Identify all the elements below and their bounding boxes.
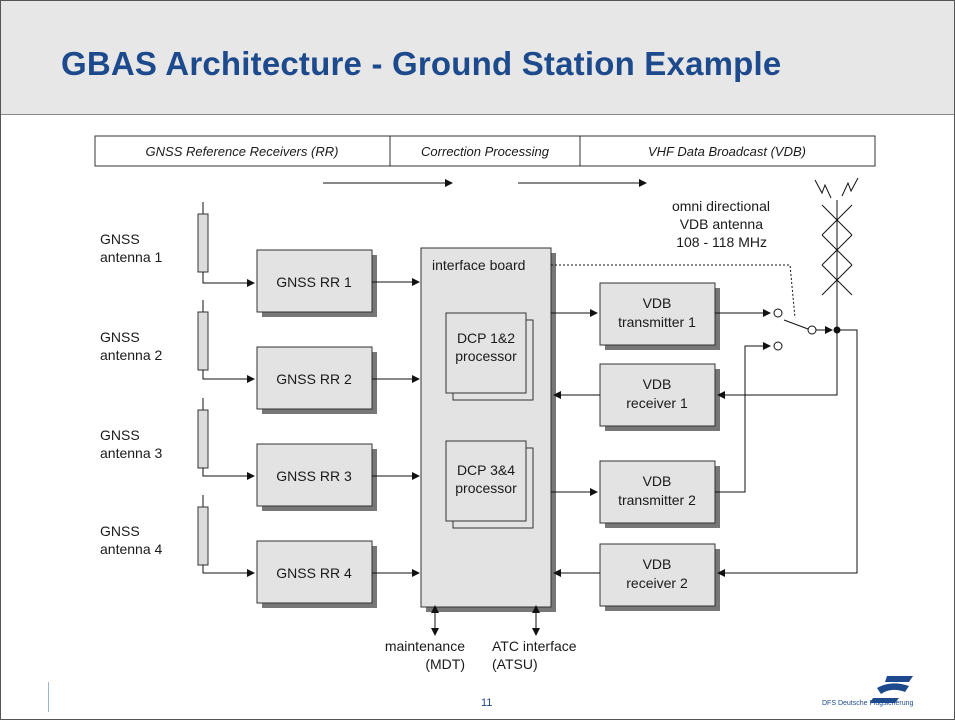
header-correction-label: Correction Processing	[421, 144, 550, 159]
maintenance-label-1: maintenance	[385, 638, 465, 654]
gnss-rr-2-label: GNSS RR 2	[276, 371, 352, 387]
gnss-rr-4: GNSS RR 4	[256, 540, 377, 608]
vdb-rx2-label-1: VDB	[643, 556, 672, 572]
title-bar: GBAS Architecture - Ground Station Examp…	[1, 1, 954, 115]
antenna-1-label-1: GNSS	[100, 231, 140, 247]
vdb-transmitter-2: VDB transmitter 2	[599, 460, 720, 528]
tx2-to-switch-arrow	[715, 342, 771, 493]
rf-switch	[773, 308, 841, 351]
vdb-receiver-1: VDB receiver 1	[599, 363, 720, 431]
antenna-4-label-1: GNSS	[100, 523, 140, 539]
dcp-34-processor	[445, 440, 527, 522]
gnss-rr-4-label: GNSS RR 4	[276, 565, 352, 581]
dfs-logo-icon	[870, 676, 913, 703]
antenna-2-label-2: antenna 2	[100, 347, 162, 363]
gnss-antenna-1: GNSS antenna 1	[100, 202, 255, 287]
logo-caption: DFS Deutsche Flugsicherung	[822, 700, 914, 707]
radio-wave-left	[814, 179, 832, 199]
gnss-antenna-3: GNSS antenna 3	[100, 398, 255, 480]
vdb-tx1-label-2: transmitter 1	[618, 314, 696, 330]
antenna-3-label-1: GNSS	[100, 427, 140, 443]
vdb-receiver-2: VDB receiver 2	[599, 543, 720, 611]
header-strip: GNSS Reference Receivers (RR) Correction…	[94, 135, 876, 187]
vdb-transmitter-1: VDB transmitter 1	[599, 282, 720, 350]
vdb-tx1-label-1: VDB	[643, 295, 672, 311]
gnss-antenna-2: GNSS antenna 2	[100, 300, 255, 383]
antenna-to-rx1-line	[717, 330, 838, 399]
slide-title: GBAS Architecture - Ground Station Examp…	[61, 45, 782, 82]
vdb-rx2-label-2: receiver 2	[626, 575, 688, 591]
gnss-antenna-4: GNSS antenna 4	[100, 495, 255, 577]
omni-antenna-label-3: 108 - 118 MHz	[676, 234, 767, 250]
gnss-rr-2: GNSS RR 2	[256, 346, 377, 414]
header-vdb-label: VHF Data Broadcast (VDB)	[648, 144, 806, 159]
omni-antenna-label-1: omni directional	[672, 198, 770, 214]
antenna-4-label-2: antenna 4	[100, 541, 162, 557]
antenna-2-label-1: GNSS	[100, 329, 140, 345]
antenna-to-rx2-line	[717, 329, 858, 577]
header-rr-label: GNSS Reference Receivers (RR)	[146, 144, 339, 159]
dcp-34-label-2: processor	[455, 480, 517, 496]
atc-label-2: (ATSU)	[492, 656, 538, 672]
dcp-34-label-1: DCP 3&4	[457, 462, 515, 478]
interface-board: interface board DCP 1&2 processor DCP 3&…	[420, 247, 556, 612]
page-number: 11	[481, 697, 493, 709]
slide-margin-marker	[48, 682, 49, 712]
gnss-rr-1-label: GNSS RR 1	[276, 274, 352, 290]
dcp-12-label-1: DCP 1&2	[457, 330, 515, 346]
atc-label-1: ATC interface	[492, 638, 577, 654]
dcp-12-processor	[445, 312, 527, 394]
antenna-1-label-2: antenna 1	[100, 249, 162, 265]
antenna-3-label-2: antenna 3	[100, 445, 162, 461]
omni-antenna: omni directional VDB antenna 108 - 118 M…	[672, 177, 859, 330]
vdb-tx2-label-2: transmitter 2	[618, 492, 696, 508]
interface-board-label: interface board	[432, 257, 525, 273]
vdb-tx2-label-1: VDB	[643, 473, 672, 489]
radio-wave-right	[841, 177, 859, 197]
gnss-rr-1: GNSS RR 1	[256, 249, 377, 317]
vdb-rx1-label-2: receiver 1	[626, 395, 688, 411]
gnss-rr-3: GNSS RR 3	[256, 443, 377, 511]
gnss-rr-3-label: GNSS RR 3	[276, 468, 352, 484]
maintenance-label-2: (MDT)	[425, 656, 465, 672]
omni-antenna-label-2: VDB antenna	[680, 216, 763, 232]
dcp-12-label-2: processor	[455, 348, 517, 364]
vdb-rx1-label-1: VDB	[643, 376, 672, 392]
